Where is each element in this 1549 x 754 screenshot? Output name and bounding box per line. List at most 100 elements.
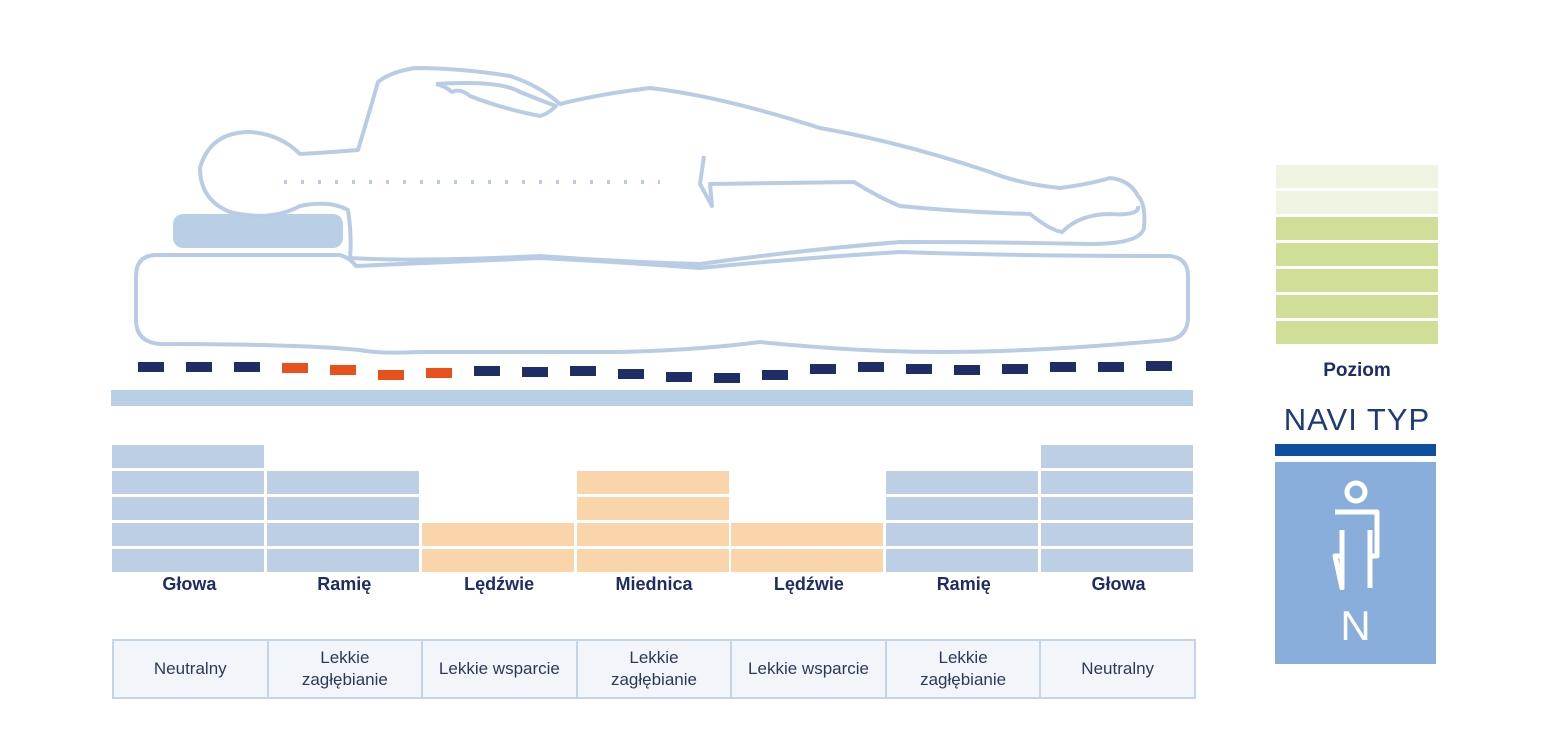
zone-block xyxy=(731,549,884,572)
level-segment xyxy=(1276,217,1438,240)
level-segment xyxy=(1276,191,1438,214)
person-icon xyxy=(1332,480,1380,590)
level-scale xyxy=(1276,165,1438,347)
support-dash xyxy=(282,363,308,373)
zone-description-line: Neutralny xyxy=(153,659,227,678)
zone-block xyxy=(886,471,1039,494)
level-segment xyxy=(1276,321,1438,344)
zone-description-line: zagłębianie xyxy=(920,670,1007,689)
zone-block xyxy=(266,549,419,572)
zone-label: Ramię xyxy=(317,574,372,594)
zone-block xyxy=(886,549,1039,572)
support-dash-line xyxy=(138,361,1172,383)
zone-description: Neutralny xyxy=(1039,639,1196,699)
support-dash xyxy=(1146,361,1172,371)
support-dash xyxy=(618,369,644,379)
support-dash xyxy=(858,362,884,372)
zone-column xyxy=(266,438,419,572)
zone-description-table: Neutralny Lekkie zagłębianie Lekkie wsparci… xyxy=(112,639,1196,699)
support-dash xyxy=(666,372,692,382)
level-segment xyxy=(1276,165,1438,188)
zone-description-line: Lekkie wsparcie xyxy=(748,659,869,678)
zone-label: Głowa xyxy=(1091,574,1146,594)
person-outline xyxy=(198,66,1147,266)
support-dash xyxy=(810,364,836,374)
zone-label: Lędźwie xyxy=(773,574,844,594)
zone-block xyxy=(266,471,419,494)
zone-block xyxy=(886,523,1039,546)
support-dash xyxy=(570,366,596,376)
support-dash xyxy=(714,373,740,383)
zone-description: Lekkie wsparcie xyxy=(421,639,578,699)
zone-description: Neutralny xyxy=(112,639,269,699)
arm-outline xyxy=(435,81,558,118)
zone-column xyxy=(731,438,884,572)
support-dash xyxy=(234,362,260,372)
zone-block xyxy=(576,471,729,494)
zone-block xyxy=(112,497,264,520)
description-row: Neutralny Lekkie zagłębianie Lekkie wsparci… xyxy=(112,639,1196,699)
support-dash xyxy=(954,365,980,375)
zone-description: Lekkie zagłębianie xyxy=(266,639,424,699)
zone-description-line: zagłębianie xyxy=(301,670,388,689)
zone-block xyxy=(421,549,574,572)
zone-block xyxy=(266,523,419,546)
zone-column xyxy=(886,438,1039,572)
navi-type-box: N xyxy=(1275,462,1436,664)
support-dash xyxy=(186,362,212,372)
zone-column xyxy=(112,438,264,572)
support-dash xyxy=(378,370,404,380)
pillow xyxy=(173,214,343,248)
zone-description: Lekkie zagłębianie xyxy=(884,639,1042,699)
zone-block-chart xyxy=(112,438,1196,572)
level-segment xyxy=(1276,243,1438,266)
zone-block xyxy=(112,549,264,572)
support-dash xyxy=(1050,362,1076,372)
zone-block xyxy=(576,523,729,546)
support-dash xyxy=(426,368,452,378)
zone-block xyxy=(1041,549,1194,572)
zone-column xyxy=(421,438,574,572)
support-dash xyxy=(330,365,356,375)
support-dash xyxy=(138,362,164,372)
zone-labels: Głowa Ramię Lędźwie Miednica Lędźwie Ramię Gło… xyxy=(112,574,1196,600)
zone-description-line: Lekkie xyxy=(629,648,679,667)
floor-bar xyxy=(111,390,1193,406)
zone-block xyxy=(576,497,729,520)
support-dash xyxy=(1002,364,1028,374)
zone-block xyxy=(1041,523,1194,546)
zone-block xyxy=(1041,471,1194,494)
level-segment xyxy=(1276,295,1438,318)
support-dash xyxy=(906,364,932,374)
zone-description-line: Lekkie xyxy=(938,648,988,667)
zone-block xyxy=(266,497,419,520)
zone-label: Miednica xyxy=(615,574,693,594)
zone-description-line: Neutralny xyxy=(1081,659,1155,678)
zone-label: Głowa xyxy=(162,574,217,594)
support-dash xyxy=(474,366,500,376)
lower-arm-outline xyxy=(698,155,1141,234)
support-dash xyxy=(762,370,788,380)
zone-description-line: Lekkie xyxy=(320,648,370,667)
support-dash xyxy=(1098,362,1124,372)
navi-title: NAVI TYP xyxy=(1283,402,1431,437)
zone-label: Lędźwie xyxy=(464,574,535,594)
zone-column xyxy=(576,438,729,572)
zone-label: Ramię xyxy=(936,574,991,594)
zone-block xyxy=(112,445,264,468)
zone-description-line: Lekkie wsparcie xyxy=(438,659,560,678)
zone-block xyxy=(576,549,729,572)
zone-block xyxy=(1041,497,1194,520)
zone-block xyxy=(421,523,574,546)
navi-accent-bar xyxy=(1275,444,1436,456)
navi-letter: N xyxy=(1340,602,1371,649)
zone-description: Lekkie wsparcie xyxy=(730,639,887,699)
zone-block xyxy=(886,497,1039,520)
level-label: Poziom xyxy=(1323,360,1391,381)
zone-block xyxy=(1041,445,1194,468)
zone-column xyxy=(1041,438,1194,572)
level-segment xyxy=(1276,269,1438,292)
zone-block xyxy=(112,471,264,494)
